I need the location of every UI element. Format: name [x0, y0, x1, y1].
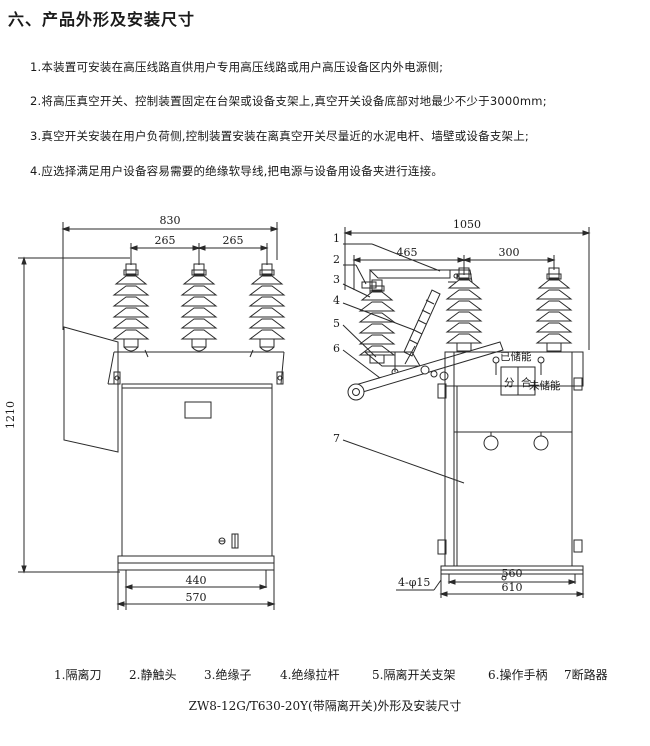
dim-pitch-right: 265	[223, 234, 244, 247]
legend-item-7: 7断路器	[564, 668, 608, 682]
label-open: 分	[504, 377, 515, 389]
note-1: 1.本装置可安装在高压线路直供用户专用高压线路或用户高压设备区内外电源侧;	[30, 60, 444, 74]
legend-item-4: 4.绝缘拉杆	[280, 668, 340, 682]
dim-440: 440	[186, 574, 207, 587]
legend-item-1: 1.隔离刀	[54, 668, 102, 682]
dim-610: 610	[502, 581, 523, 594]
callout-5: 5	[333, 317, 340, 330]
label-not-stored: 未储能	[529, 379, 561, 392]
dim-1050: 1050	[453, 218, 481, 231]
side-view	[342, 227, 591, 598]
callout-6: 6	[333, 342, 340, 355]
dim-pitch-left: 265	[155, 234, 176, 247]
dim-570: 570	[186, 591, 207, 604]
holes-label: 4-φ15	[398, 576, 430, 589]
callout-7: 7	[333, 432, 340, 445]
note-3: 3.真空开关安装在用户负荷侧,控制装置安装在离真空开关尽量近的水泥电杆、墙壁或设…	[30, 129, 529, 143]
callout-3: 3	[333, 273, 340, 286]
dim-830: 830	[160, 214, 181, 227]
front-view	[18, 222, 285, 610]
dim-560: 560	[502, 567, 523, 580]
legend-item-6: 6.操作手柄	[488, 668, 548, 682]
label-stored: 已储能	[500, 350, 532, 363]
callout-1: 1	[333, 232, 340, 245]
dim-300: 300	[499, 246, 520, 259]
dim-465: 465	[397, 246, 418, 259]
note-4: 4.应选择满足用户设备容易需要的绝缘软导线,把电源与设备用设备夹进行连接。	[30, 164, 444, 178]
legend-item-3: 3.绝缘子	[204, 668, 252, 682]
legend-item-5: 5.隔离开关支架	[372, 668, 456, 682]
callout-2: 2	[333, 253, 340, 266]
legend-item-2: 2.静触头	[129, 668, 177, 682]
note-2: 2.将高压真空开关、控制装置固定在台架或设备支架上,真空开关设备底部对地最少不少…	[30, 94, 547, 108]
dim-1210: 1210	[4, 401, 17, 429]
label-close: 合	[521, 376, 532, 389]
callout-4: 4	[333, 294, 340, 307]
section-title: 六、产品外形及安装尺寸	[8, 10, 196, 29]
figure-caption: ZW8-12G/T630-20Y(带隔离开关)外形及安装尺寸	[188, 699, 462, 713]
